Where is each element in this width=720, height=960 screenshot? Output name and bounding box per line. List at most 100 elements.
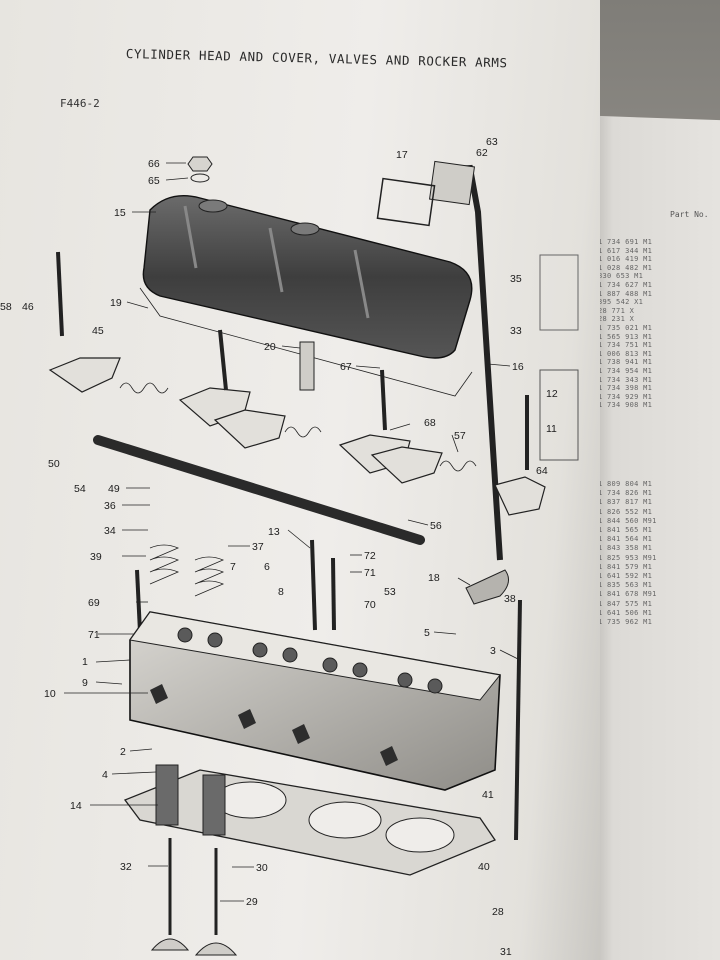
callout-13: 13 — [268, 526, 280, 538]
parts-list-row: 1 641 592 M1 — [598, 572, 653, 580]
callout-40: 40 — [478, 861, 490, 873]
parts-list-row: 1 841 564 M1 — [598, 535, 653, 544]
callout-39: 39 — [90, 551, 102, 563]
table-frame — [539, 369, 579, 461]
parts-list-row: 1 809 804 M1 — [598, 480, 653, 488]
callout-6: 6 — [264, 561, 270, 573]
callout-72: 72 — [364, 550, 376, 562]
parts-list-row: 1 844 560 M91 — [598, 516, 657, 525]
parts-list-row: 1 028 482 M1 — [598, 263, 653, 272]
cylinder-head — [129, 611, 501, 791]
parts-list-row: 1 734 691 M1 — [598, 238, 653, 246]
flange-gasket — [376, 177, 436, 227]
callout-62: 62 — [476, 147, 488, 159]
callout-66: 66 — [148, 158, 160, 170]
valve-guide — [202, 774, 226, 836]
breather-flange — [428, 160, 476, 206]
callout-41: 41 — [482, 789, 494, 801]
parts-list-row: 1 016 419 M1 — [598, 255, 653, 264]
parts-list-row: 1 734 929 M1 — [598, 392, 653, 401]
figure-reference: F446-2 — [60, 97, 100, 110]
parts-list-row: 1 735 962 M1 — [598, 618, 653, 626]
rocker-spring — [119, 382, 169, 394]
callout-10: 10 — [44, 688, 56, 700]
callout-1: 1 — [82, 656, 88, 668]
callout-54: 54 — [74, 483, 86, 495]
callout-70: 70 — [364, 599, 376, 611]
leader-lines — [64, 162, 521, 902]
callout-49: 49 — [108, 483, 120, 495]
callout-28: 28 — [492, 906, 504, 918]
callout-67: 67 — [340, 361, 352, 373]
callout-50: 50 — [48, 458, 60, 470]
callout-58: 58 — [0, 301, 12, 313]
callout-71-lower: 71 — [88, 629, 100, 641]
parts-list-row: 1 641 506 M1 — [598, 608, 653, 617]
callout-16: 16 — [512, 361, 524, 373]
parts-list-row: 1 841 565 M1 — [598, 526, 653, 534]
parts-list-row: 28 771 X — [598, 306, 635, 315]
parts-list-row: 1 825 953 M91 — [598, 553, 657, 562]
callout-3: 3 — [490, 645, 496, 657]
callout-18: 18 — [428, 572, 440, 584]
parts-list-row: 1 735 021 M1 — [598, 324, 653, 332]
parts-list-row: 830 653 M1 — [598, 272, 644, 281]
callout-14: 14 — [70, 800, 82, 812]
callout-29: 29 — [246, 896, 258, 908]
callout-17: 17 — [396, 149, 408, 161]
callout-15: 15 — [114, 207, 126, 219]
parts-list-row: 1 826 552 M1 — [598, 507, 653, 516]
callout-9: 9 — [82, 677, 88, 689]
rocker-spring — [439, 460, 477, 472]
parts-list-row: 1 565 913 M1 — [598, 332, 653, 341]
parts-list-row: 1 734 826 M1 — [598, 489, 653, 498]
parts-list-row: 1 734 343 M1 — [598, 375, 653, 384]
table-frame — [539, 254, 579, 331]
studs — [56, 251, 529, 841]
parts-list-row: 1 734 751 M1 — [598, 341, 653, 350]
callout-65: 65 — [148, 175, 160, 187]
callout-63: 63 — [486, 136, 498, 148]
callout-labels: 66 65 17 63 62 15 58 46 45 19 20 67 16 3… — [0, 136, 558, 958]
callout-33: 33 — [510, 325, 522, 337]
washer — [190, 173, 210, 183]
callout-69: 69 — [88, 597, 100, 609]
cap-nut — [187, 156, 213, 172]
dowel — [299, 341, 315, 391]
parts-list-row: 1 006 813 M1 — [598, 349, 653, 358]
callout-46: 46 — [22, 301, 34, 313]
rocker-shaft — [93, 435, 425, 545]
parts-list-row: 1 841 579 M1 — [598, 562, 653, 571]
parts-list-row: 1 841 678 M91 — [598, 590, 657, 599]
parts-list-row: 1 734 908 M1 — [598, 401, 653, 410]
parts-list-row: 1 835 563 M1 — [598, 581, 653, 590]
callout-5: 5 — [424, 627, 430, 639]
callout-36: 36 — [104, 500, 116, 512]
callout-34: 34 — [104, 525, 116, 537]
callout-57: 57 — [454, 430, 466, 442]
callout-71: 71 — [364, 567, 376, 579]
bracket — [465, 569, 510, 605]
valve-guide — [155, 764, 179, 826]
valve-springs — [149, 544, 225, 597]
callout-53: 53 — [384, 586, 396, 598]
right-page-header: Part No. — [670, 210, 709, 219]
callout-7: 7 — [230, 561, 236, 573]
parts-list-row: 1 734 398 M1 — [598, 384, 653, 393]
parts-list-row: 1 734 954 M1 — [598, 367, 653, 375]
parts-list-row: 395 542 X1 — [598, 298, 644, 307]
parts-list-row: 1 887 488 M1 — [598, 289, 653, 298]
parts-list-row: 1 843 358 M1 — [598, 544, 653, 553]
callout-2: 2 — [120, 746, 126, 758]
callout-38: 38 — [504, 593, 516, 605]
callout-11: 11 — [546, 423, 557, 435]
callout-32: 32 — [120, 861, 132, 873]
callout-31: 31 — [500, 946, 512, 958]
parts-list-row: 1 837 817 M1 — [598, 498, 653, 507]
callout-35: 35 — [510, 273, 522, 285]
callout-12: 12 — [546, 388, 558, 400]
callout-30: 30 — [256, 862, 268, 874]
valve-cover — [142, 195, 473, 359]
